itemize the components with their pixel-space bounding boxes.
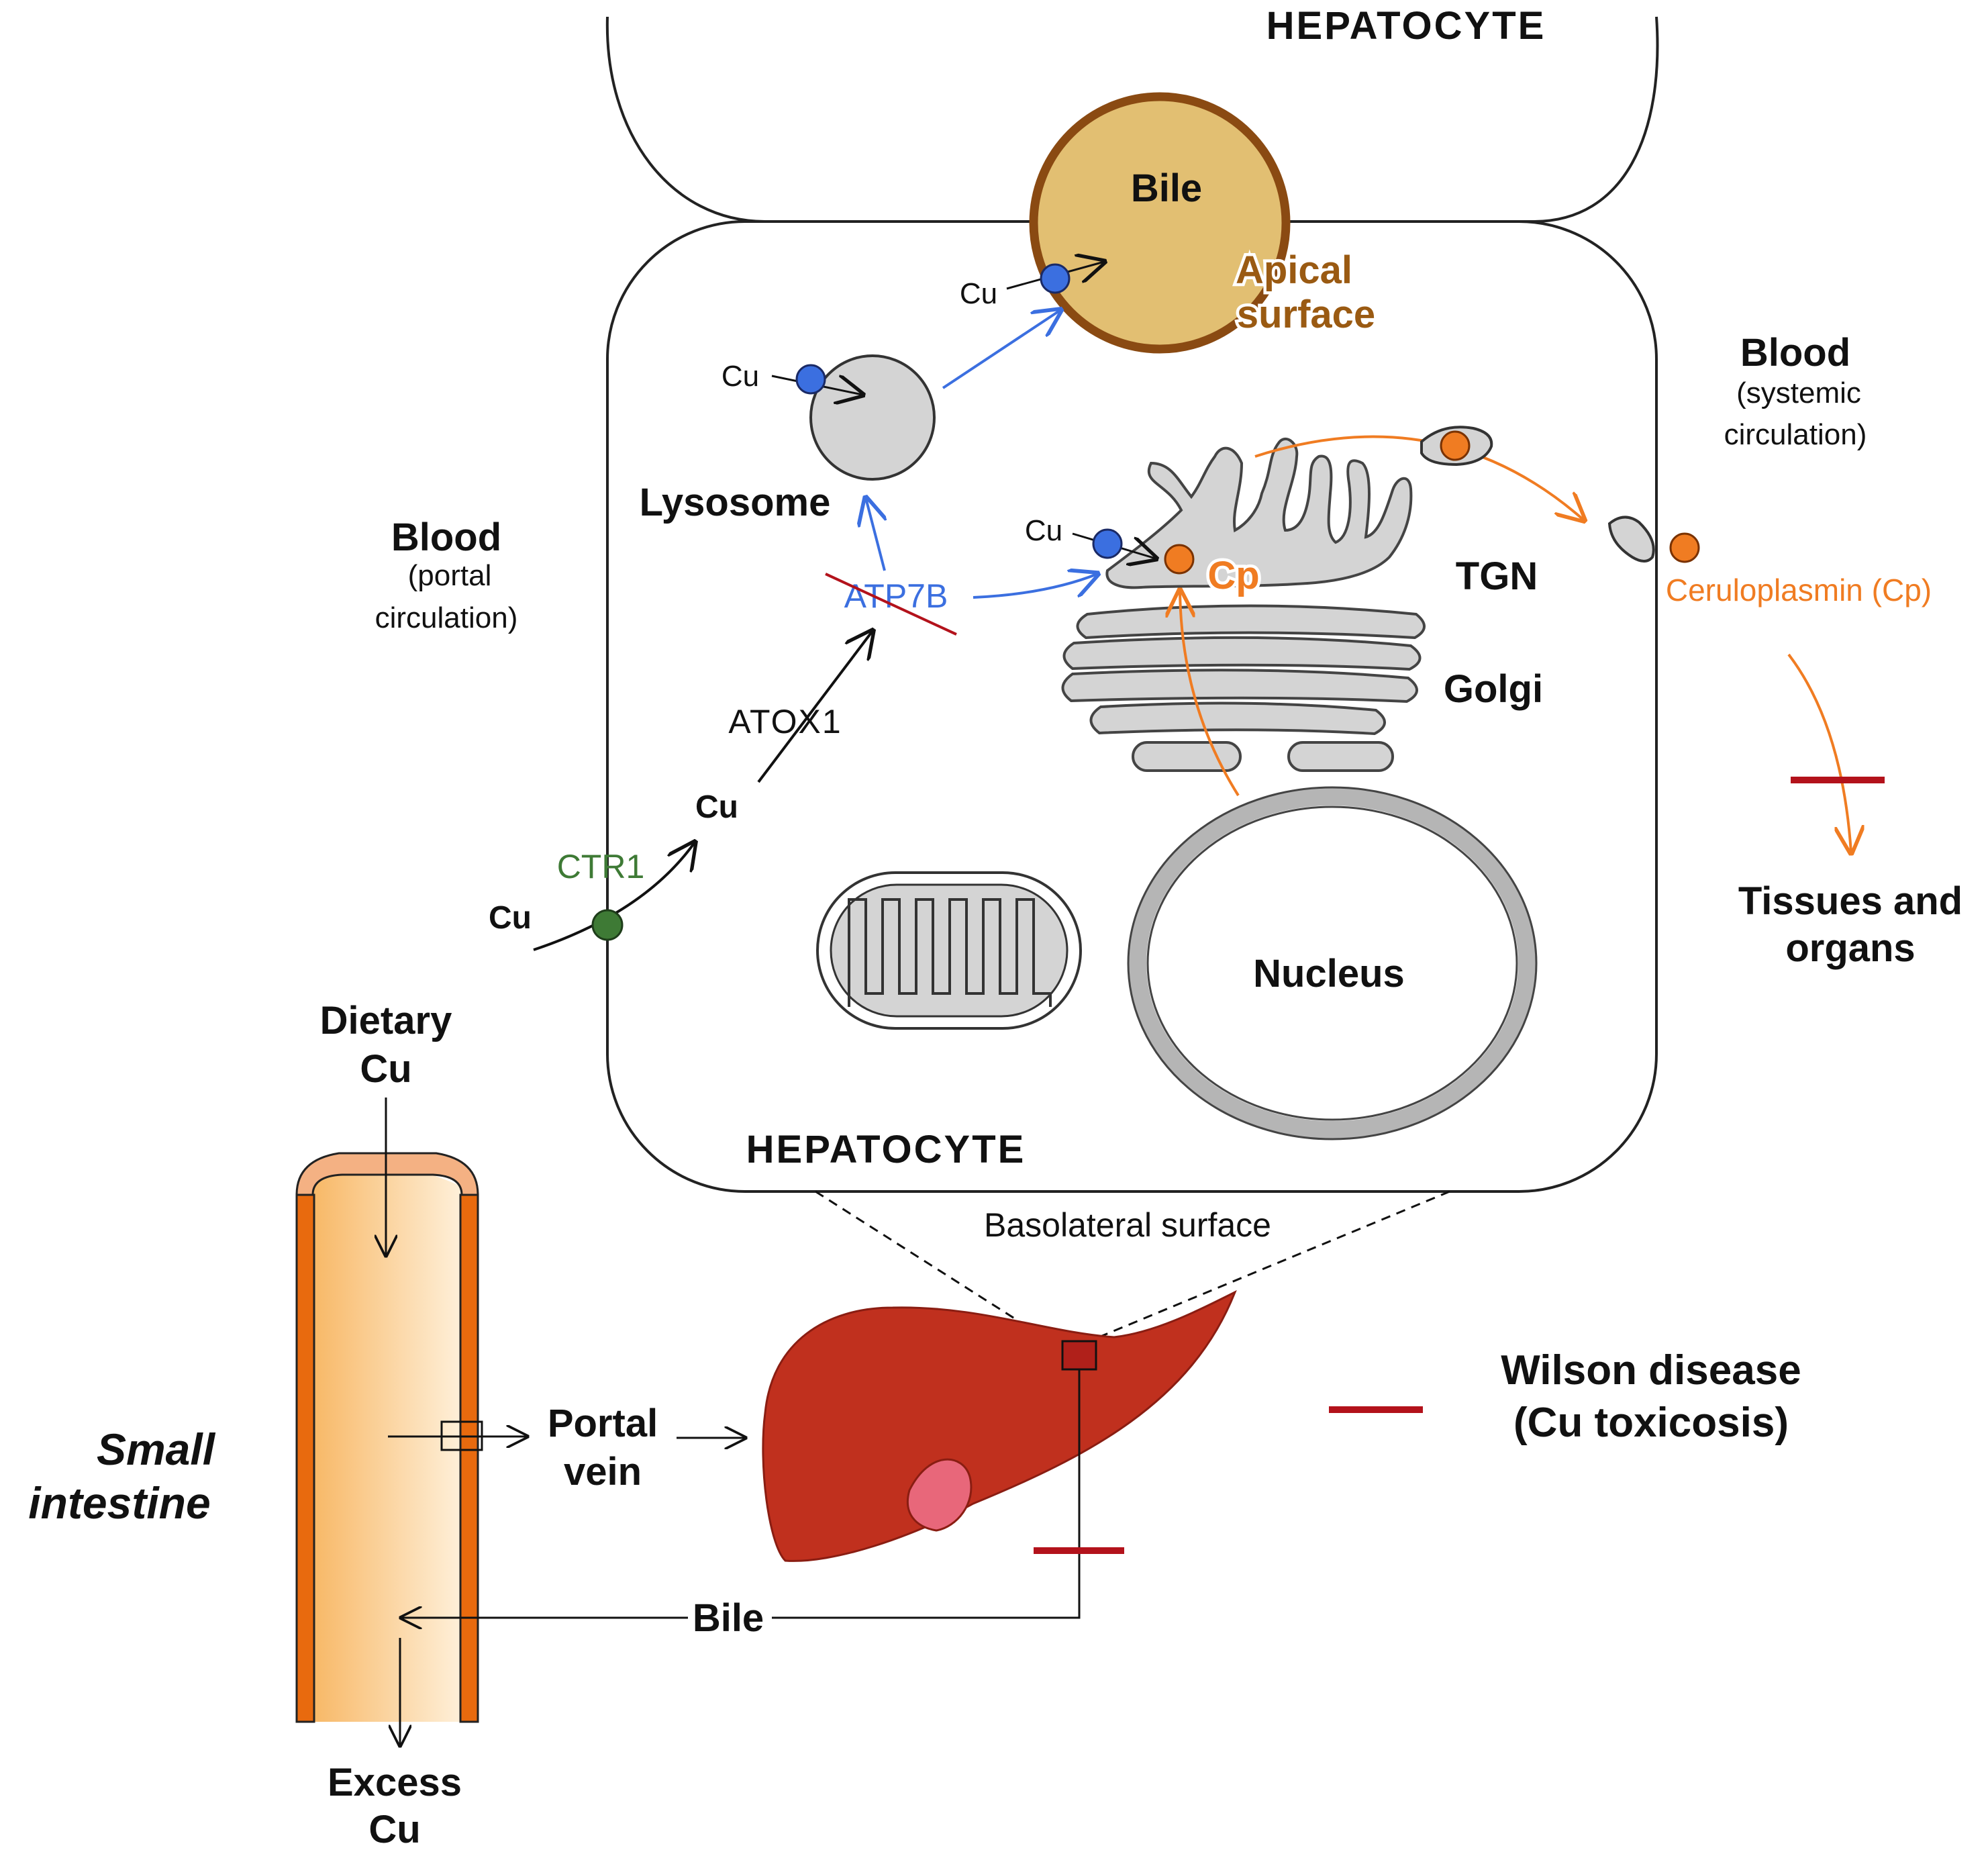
small-intestine — [295, 1152, 479, 1723]
liver — [762, 1289, 1237, 1562]
ctr1-label: CTR1 — [557, 848, 645, 885]
cu-label-tgn: Cu — [1025, 514, 1062, 547]
cp-carrier-fragment — [1607, 516, 1655, 563]
tissues-label: Tissues and — [1738, 879, 1962, 923]
ctr1-transporter — [591, 909, 624, 941]
nucleus-to-tgn-arrow — [1180, 591, 1240, 797]
upper-hepatocyte-label: HEPATOCYTE — [1266, 4, 1546, 48]
bile-canaliculus — [1029, 92, 1291, 354]
cu-label-blood: Cu — [489, 900, 532, 936]
lysosome-to-bile-arrow — [942, 310, 1060, 389]
ceruloplasmin-in-vesicle — [1440, 430, 1471, 461]
tgn-label: TGN — [1456, 554, 1538, 598]
gallbladder — [906, 1458, 973, 1532]
portal-vein-label: Portal — [548, 1402, 658, 1445]
liver-hepatocyte-box — [1061, 1340, 1097, 1371]
cu-label-bile: Cu — [960, 277, 997, 310]
atp7b-defect-strike — [825, 573, 957, 636]
blood-systemic-sub1: (systemic — [1736, 377, 1861, 409]
atp7b-transporter-bile — [1040, 263, 1071, 294]
blood-portal-sub1: (portal — [408, 559, 492, 592]
excess-cu-label: Excess — [328, 1761, 462, 1804]
legend-cu-toxicosis: (Cu toxicosis) — [1513, 1400, 1789, 1446]
blood-portal-label: Blood — [391, 516, 501, 559]
dietary-cu-label: Dietary — [320, 999, 452, 1042]
legend-wilson-disease: Wilson disease — [1501, 1347, 1801, 1394]
cp-to-tissues-arrow — [1787, 653, 1851, 853]
nucleus-label: Nucleus — [1253, 952, 1405, 995]
excess-cu-label-2: Cu — [368, 1808, 420, 1850]
basolateral-surface-label: Basolateral surface — [984, 1206, 1271, 1244]
nucleus — [1129, 788, 1536, 1138]
tissues-label-2: organs — [1785, 926, 1915, 970]
atp7b-to-tgn-arrow — [973, 574, 1097, 599]
atp7b-label: ATP7B — [844, 577, 948, 615]
zoom-line-left — [815, 1190, 1048, 1341]
atp7b-transporter-tgn — [1092, 528, 1123, 559]
atp7b-transporter-lysosome — [795, 364, 826, 395]
blood-portal-sub2: circulation) — [375, 601, 518, 634]
ceruloplasmin-in-tgn — [1164, 544, 1195, 575]
blood-systemic-sub2: circulation) — [1724, 418, 1867, 451]
bile-return-path — [772, 1369, 1081, 1619]
upper-hepatocyte-membrane — [605, 16, 1659, 223]
mitochondrion — [816, 871, 1082, 1030]
golgi-label: Golgi — [1444, 667, 1543, 711]
bile-flow-label: Bile — [693, 1596, 764, 1640]
apical-surface-label-2: surface — [1237, 293, 1375, 336]
ceruloplasmin-label: Ceruloplasmin (Cp) — [1666, 573, 1932, 607]
lysosome-label: Lysosome — [640, 481, 831, 524]
blood-systemic-label: Blood — [1740, 331, 1850, 375]
secreted-ceruloplasmin — [1669, 532, 1700, 563]
cu-label-mid: Cu — [695, 789, 738, 825]
cu-label-lysosome: Cu — [722, 360, 759, 393]
small-intestine-label: Small — [97, 1424, 216, 1474]
nucleus-inner-membrane — [1146, 806, 1518, 1121]
bile-canaliculus-label: Bile — [1131, 166, 1202, 210]
lysosome — [809, 354, 936, 481]
atp7b-to-lysosome-arrow — [866, 498, 885, 571]
dietary-cu-label-2: Cu — [360, 1047, 411, 1091]
portal-vein-label-2: vein — [564, 1450, 642, 1494]
small-intestine-label-2: intestine — [28, 1478, 210, 1528]
cp-label-tgn: Cp — [1207, 554, 1259, 597]
atox1-chaperone-arrow — [757, 631, 873, 783]
apical-surface-label: Apical — [1236, 248, 1352, 292]
cu-entry-path — [533, 842, 695, 951]
atox1-label: ATOX1 — [728, 703, 842, 740]
hepatocyte-label: HEPATOCYTE — [746, 1128, 1026, 1171]
nucleus-outer-membrane — [1127, 786, 1538, 1140]
golgi-apparatus — [1061, 604, 1426, 772]
